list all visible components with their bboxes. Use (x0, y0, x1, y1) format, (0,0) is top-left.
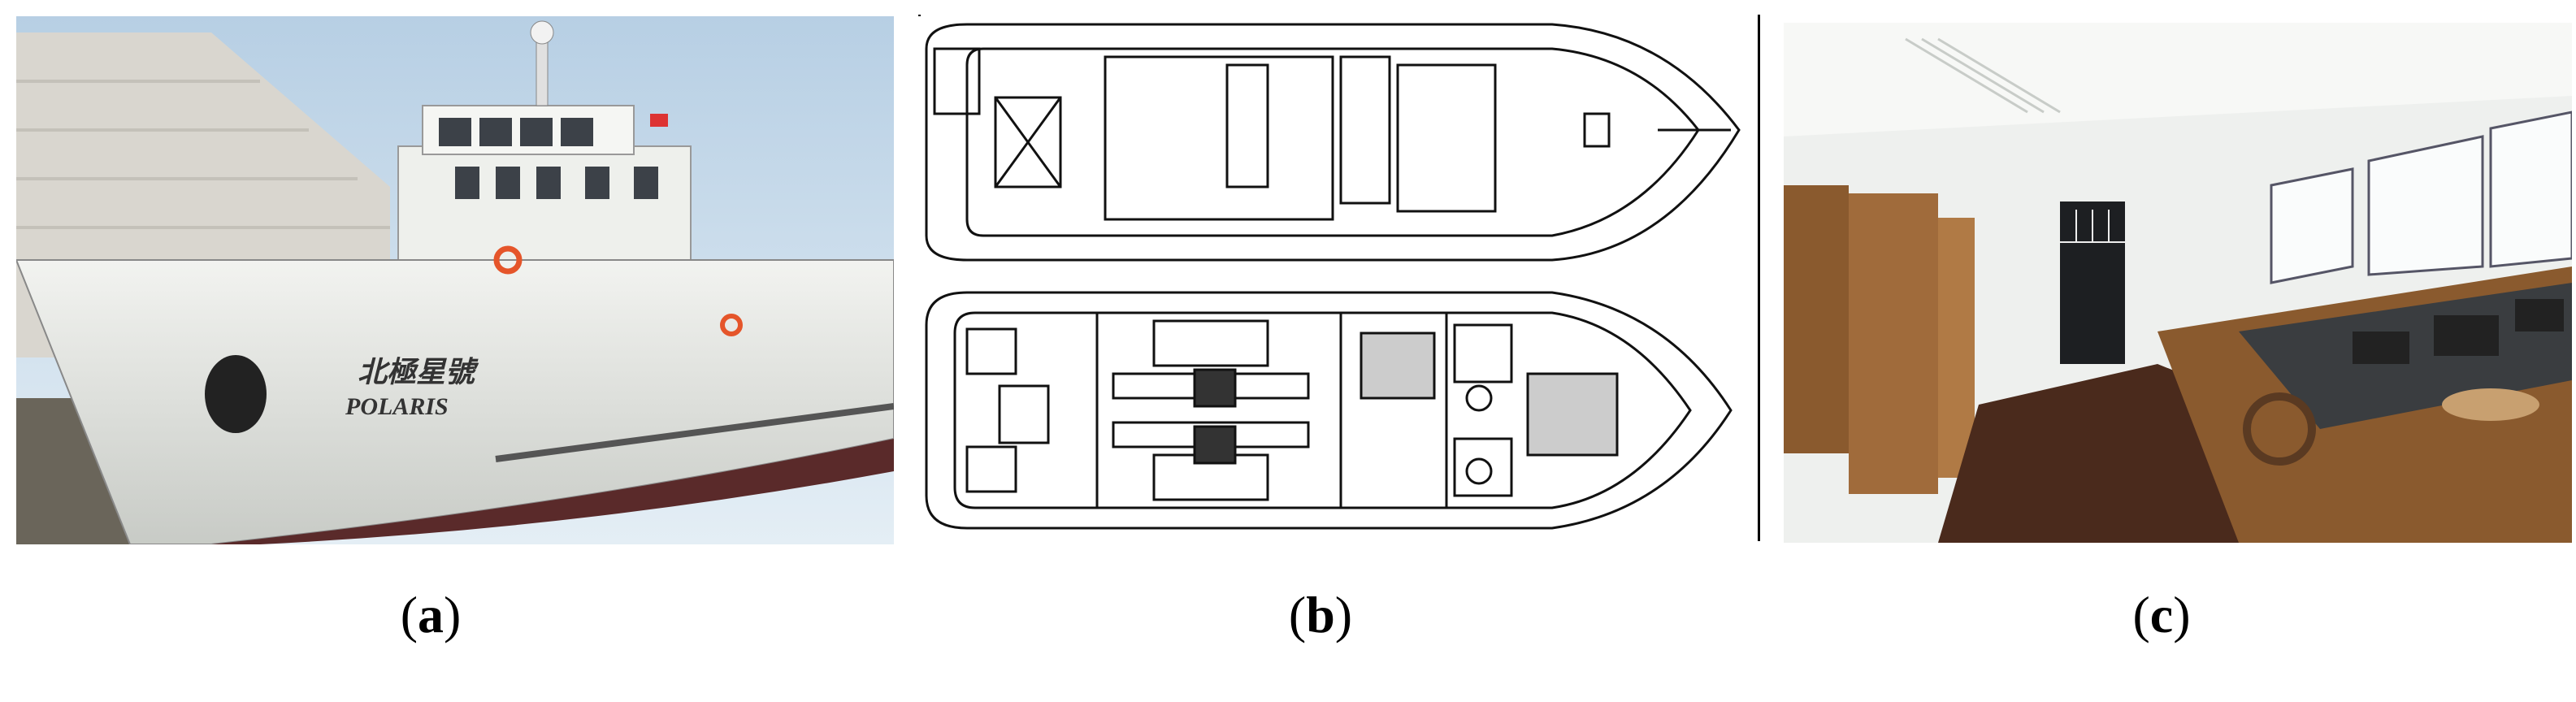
hull-name-zh: 北極星號 (358, 356, 479, 388)
hull-name-en: POLARIS (345, 393, 449, 420)
ship-illustration: 北極星號 POLARIS (16, 16, 894, 544)
cabinet-left (1784, 185, 1849, 453)
bridge-illustration (1784, 23, 2572, 543)
ship-wheel (2243, 392, 2316, 466)
ship-photo: 北極星號 POLARIS (16, 16, 894, 544)
hull (16, 259, 894, 544)
divider-right (1758, 15, 1760, 541)
caption-b: (b) (1288, 586, 1353, 644)
bridge-interior-photo (1784, 23, 2572, 543)
lower-deck-outline (925, 291, 1733, 530)
upper-deck-outline (925, 23, 1741, 262)
deck-plan-illustration (918, 16, 1755, 544)
general-arrangement-drawing (918, 16, 1755, 544)
caption-a: (a) (400, 586, 462, 644)
caption-c: (c) (2132, 586, 2191, 644)
